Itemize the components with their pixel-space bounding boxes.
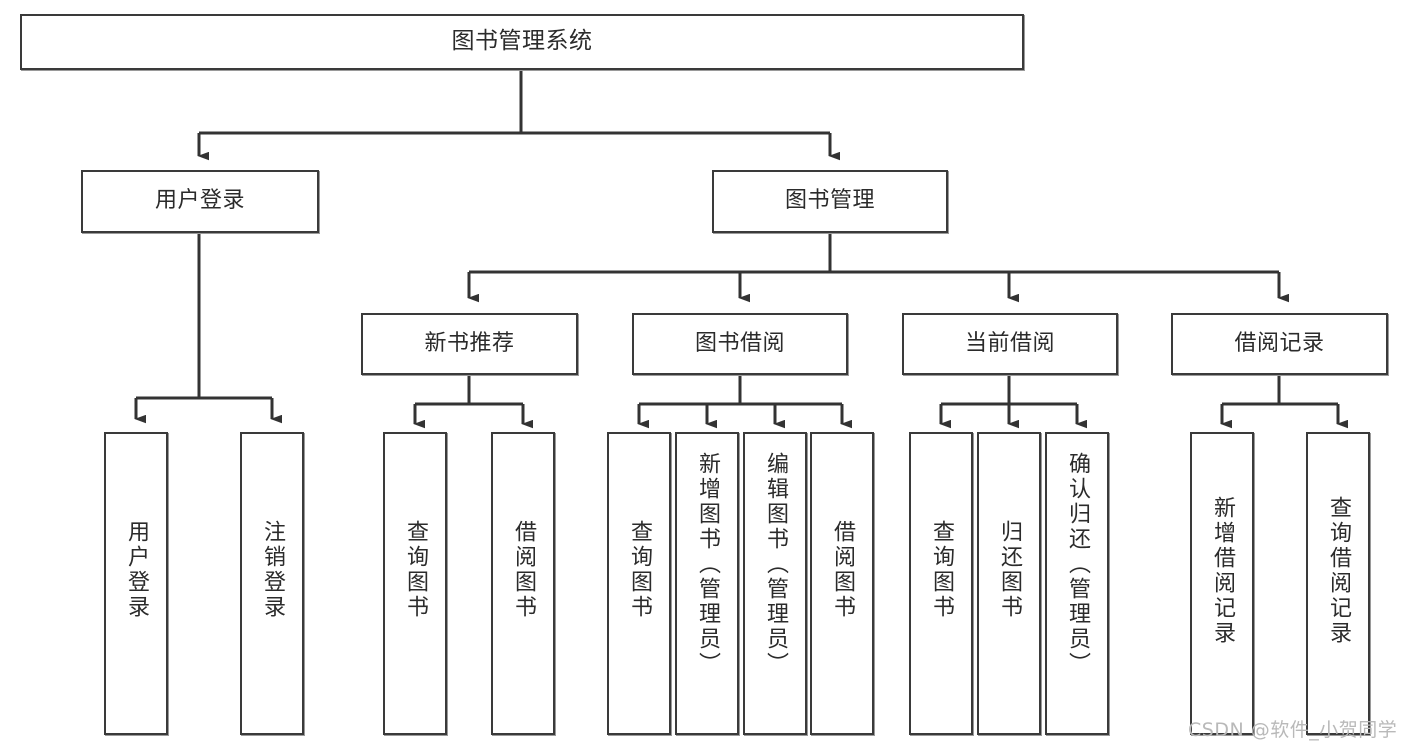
- leaf-user-login-signin[interactable]: 用户登录: [104, 432, 168, 735]
- leaf-add-borrow-record[interactable]: 新增借阅记录: [1190, 432, 1254, 735]
- node-book-borrow[interactable]: 图书借阅: [632, 313, 848, 375]
- leaf-new-book-borrow-label: 借阅图书: [510, 520, 536, 620]
- leaf-book-edit-admin-label: 编辑图书（管理员）: [762, 452, 788, 677]
- node-current-borrow-label: 当前借阅: [964, 330, 1055, 356]
- node-book-management-label: 图书管理: [784, 188, 875, 214]
- leaf-current-borrow-query-label: 查询图书: [928, 520, 954, 620]
- leaf-query-borrow-record[interactable]: 查询借阅记录: [1306, 432, 1370, 735]
- leaf-book-add-admin[interactable]: 新增图书（管理员）: [675, 432, 739, 735]
- leaf-confirm-return-admin-label: 确认归还（管理员）: [1064, 452, 1090, 677]
- leaf-confirm-return-admin[interactable]: 确认归还（管理员）: [1045, 432, 1109, 735]
- leaf-user-login-signin-label: 用户登录: [123, 520, 149, 620]
- leaf-current-borrow-return[interactable]: 归还图书: [977, 432, 1041, 735]
- leaf-new-book-borrow[interactable]: 借阅图书: [491, 432, 555, 735]
- leaf-book-borrow-query[interactable]: 查询图书: [607, 432, 671, 735]
- node-borrow-records-label: 借阅记录: [1234, 330, 1325, 356]
- leaf-current-borrow-return-label: 归还图书: [996, 520, 1022, 620]
- node-user-login-label: 用户登录: [154, 188, 245, 214]
- node-borrow-records[interactable]: 借阅记录: [1171, 313, 1388, 375]
- node-new-book-recommend-label: 新书推荐: [424, 330, 515, 356]
- leaf-book-borrow-action[interactable]: 借阅图书: [810, 432, 874, 735]
- leaf-new-book-query-label: 查询图书: [402, 520, 428, 620]
- csdn-watermark: CSDN @软件_小贺同学: [1188, 719, 1398, 741]
- leaf-current-borrow-query[interactable]: 查询图书: [909, 432, 973, 735]
- leaf-new-book-query[interactable]: 查询图书: [383, 432, 447, 735]
- leaf-book-borrow-action-label: 借阅图书: [829, 520, 855, 620]
- node-root-system-label: 图书管理系统: [451, 28, 593, 55]
- node-current-borrow[interactable]: 当前借阅: [902, 313, 1118, 375]
- leaf-query-borrow-record-label: 查询借阅记录: [1325, 496, 1351, 646]
- node-user-login[interactable]: 用户登录: [81, 170, 319, 233]
- node-root-system[interactable]: 图书管理系统: [20, 14, 1024, 70]
- leaf-user-login-signout-label: 注销登录: [259, 520, 285, 620]
- leaf-book-add-admin-label: 新增图书（管理员）: [694, 452, 720, 677]
- leaf-book-edit-admin[interactable]: 编辑图书（管理员）: [743, 432, 807, 735]
- node-book-management[interactable]: 图书管理: [712, 170, 948, 233]
- node-new-book-recommend[interactable]: 新书推荐: [361, 313, 578, 375]
- leaf-user-login-signout[interactable]: 注销登录: [240, 432, 304, 735]
- leaf-book-borrow-query-label: 查询图书: [626, 520, 652, 620]
- node-book-borrow-label: 图书借阅: [694, 330, 785, 356]
- leaf-add-borrow-record-label: 新增借阅记录: [1209, 496, 1235, 646]
